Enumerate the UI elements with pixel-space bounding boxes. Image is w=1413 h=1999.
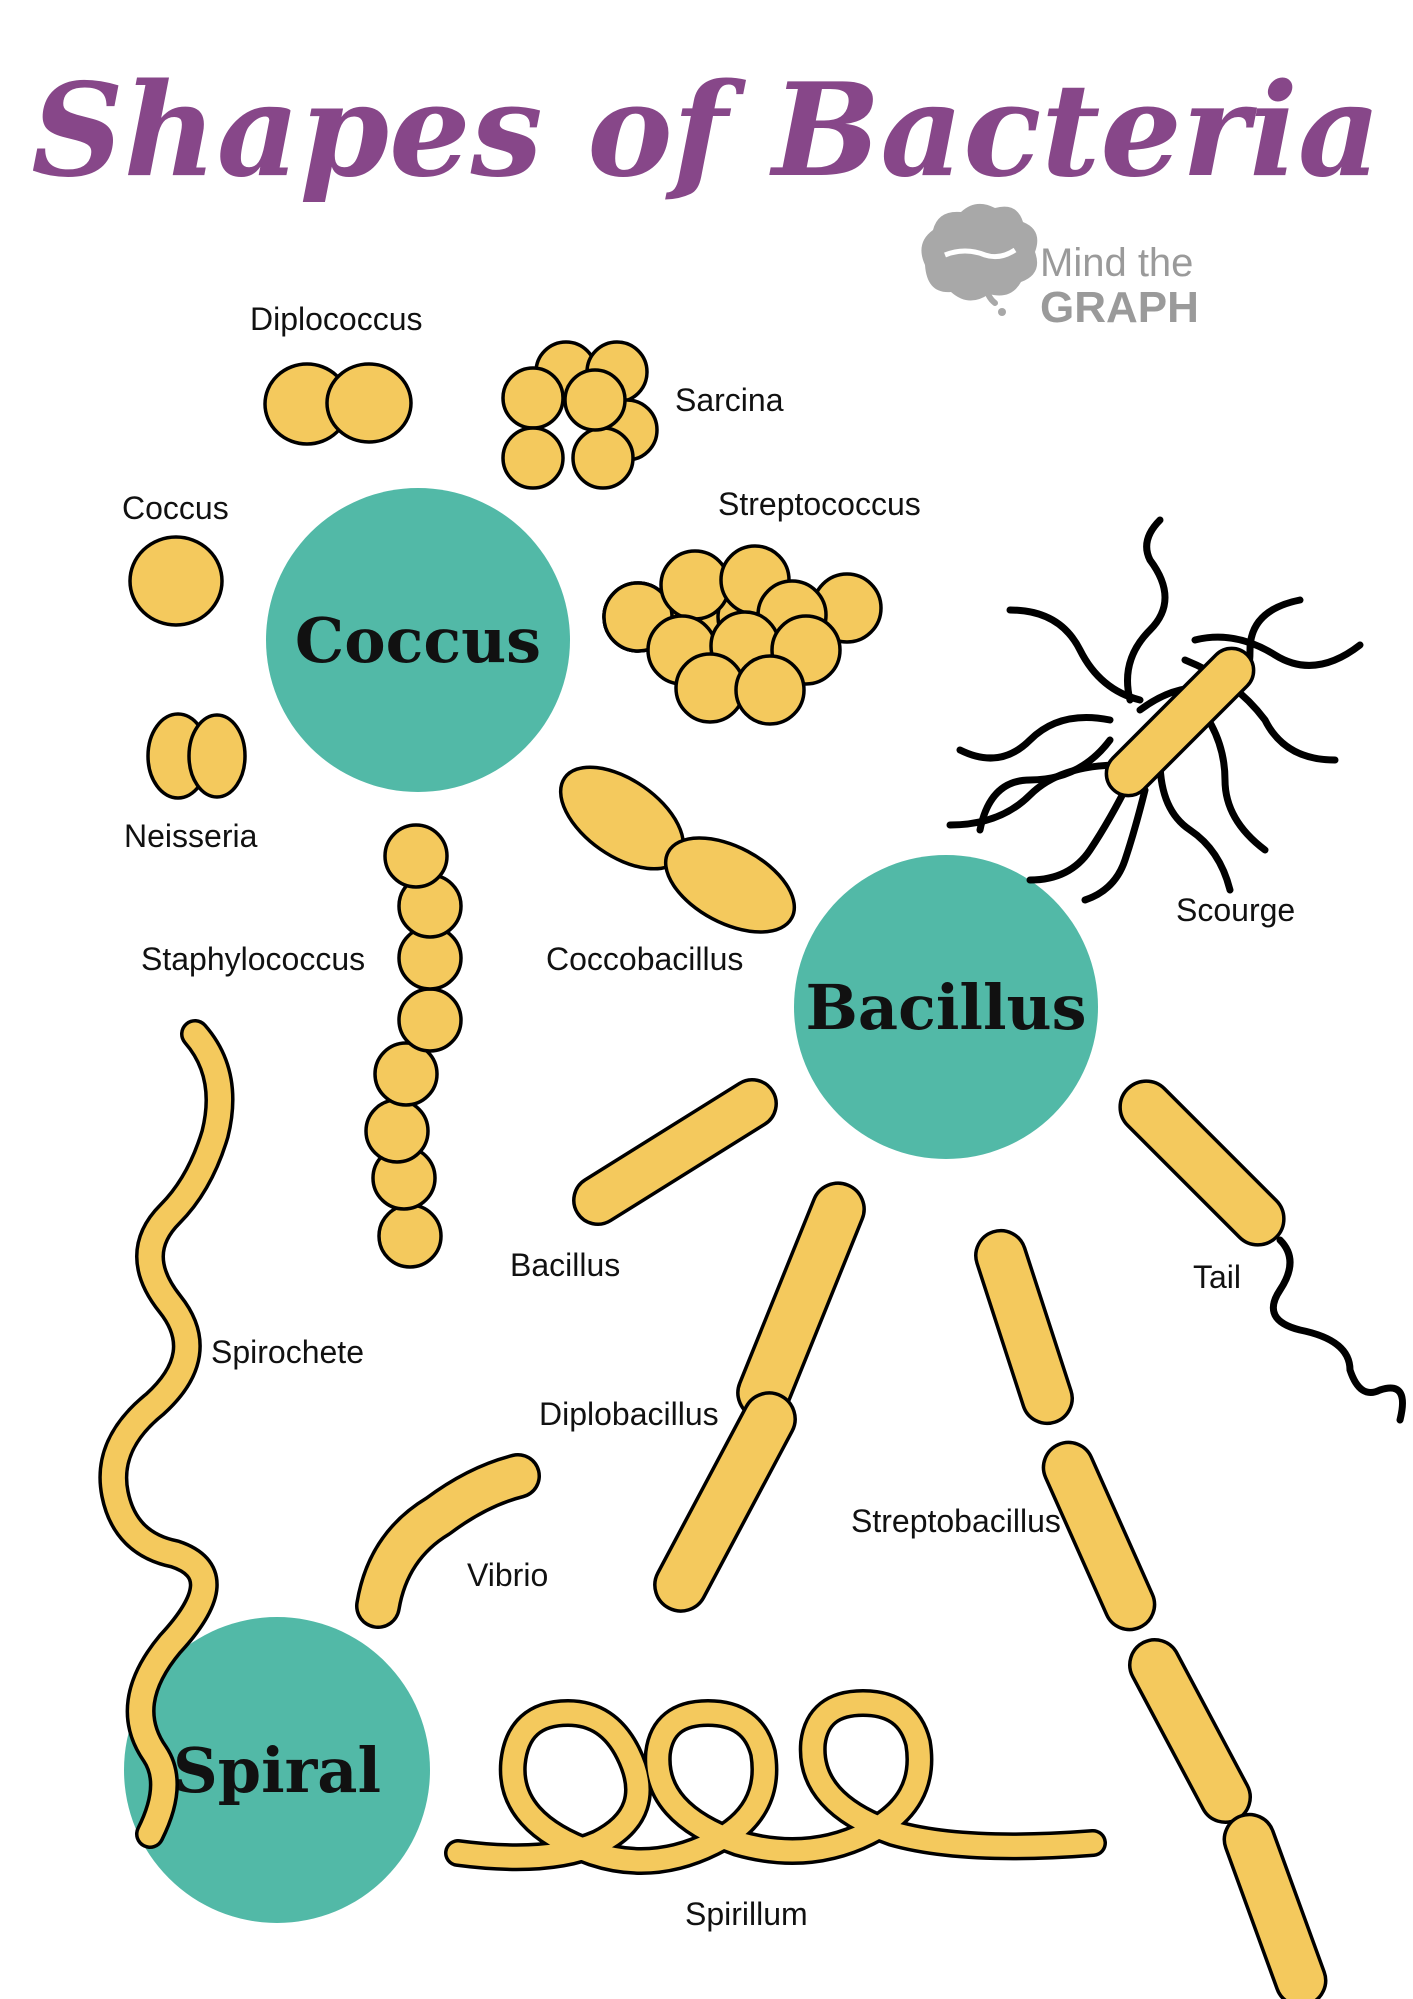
bacillus-category-label: Bacillus: [806, 971, 1087, 1044]
neisseria-illustration: [146, 712, 247, 800]
spirochete-label: Spirochete: [211, 1334, 364, 1370]
coccus-illustration: [128, 535, 224, 627]
vibrio-label: Vibrio: [467, 1557, 548, 1593]
coccus-category: Coccus: [266, 488, 570, 792]
sarcina-label: Sarcina: [675, 382, 784, 418]
poster-title: Shapes of Bacteria: [31, 56, 1381, 206]
vibrio-illustration: [355, 1453, 541, 1629]
diplobacillus-label: Diplobacillus: [539, 1396, 719, 1432]
coccobacillus-illustration: [558, 765, 797, 934]
coccus-category-label: Coccus: [295, 604, 541, 677]
diplococcus-illustration: [263, 362, 413, 446]
brain-icon: [921, 203, 1038, 316]
spiral-category-label: Spiral: [173, 1734, 381, 1807]
spiral-circle: [124, 1617, 430, 1923]
bacillus-category: Bacillus: [794, 855, 1098, 1159]
bacillus-illustration: [572, 1078, 778, 1226]
staphylococcus-illustration: [364, 823, 463, 1269]
coccus-label: Coccus: [122, 490, 229, 526]
scourge-label: Scourge: [1176, 892, 1295, 928]
diplobacillus-illustration: [653, 1181, 866, 1613]
coccus-circle: [266, 488, 570, 792]
spiral-category: Spiral: [124, 1617, 430, 1923]
coccobacillus-label: Coccobacillus: [546, 941, 743, 977]
tail-label: Tail: [1193, 1259, 1241, 1295]
streptococcus-label: Streptococcus: [718, 486, 921, 522]
sarcina-illustration: [501, 340, 659, 490]
spirochete-illustration: [98, 1019, 235, 1849]
streptobacillus-illustration: [974, 1228, 1328, 1999]
spirillum-illustration: [444, 1689, 1107, 1875]
streptobacillus-label: Streptobacillus: [851, 1503, 1061, 1539]
streptococcus-illustration: [602, 544, 883, 726]
bacillus-circle: [794, 855, 1098, 1159]
spirillum-label: Spirillum: [685, 1896, 808, 1932]
scourge-illustration: [946, 516, 1364, 904]
neisseria-label: Neisseria: [124, 818, 258, 854]
tail-illustration: [1118, 1079, 1406, 1424]
logo-line-2: GRAPH: [1040, 283, 1199, 332]
bacillus-label: Bacillus: [510, 1247, 620, 1283]
mind-the-graph-logo: Mind the GRAPH: [921, 203, 1199, 332]
staphylococcus-label: Staphylococcus: [141, 941, 365, 977]
diplococcus-label: Diplococcus: [250, 301, 423, 337]
logo-line-1: Mind the: [1040, 241, 1193, 285]
